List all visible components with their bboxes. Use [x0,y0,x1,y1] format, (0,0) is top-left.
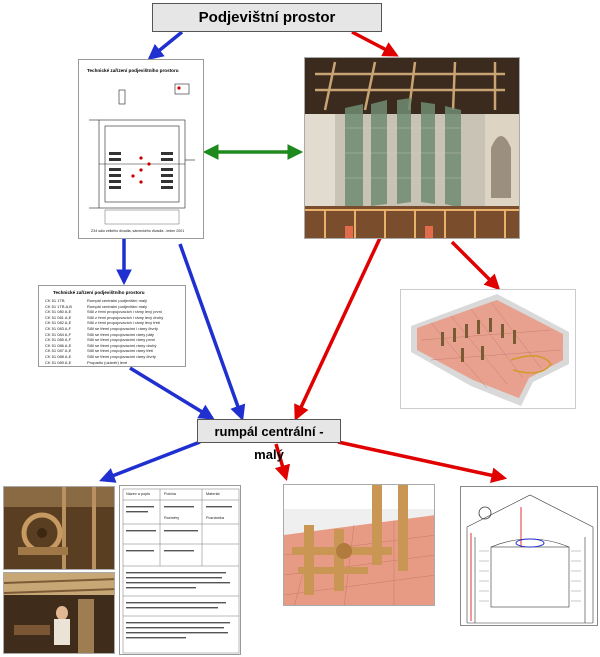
list-doc-heading: Technické zařízení podjevištního prostor… [53,290,145,295]
stage-3d-render [304,57,520,239]
arrow-render-to-floor3d [450,240,501,291]
card-form-lines [122,488,240,654]
list-row-description: Stůl z řemi propojovacích i rámy levý tř… [87,320,161,326]
card-field-3: Rozměry [164,516,180,520]
understage-floor-3d [400,289,576,409]
card-field-1: Poloha [164,492,176,496]
list-row-code: CK 51 080 A,E [45,309,72,315]
list-row-description: Stůl se třemi propojovacími rámy první [87,337,156,343]
equipment-list-document: Technické zařízení podjevištního prostor… [38,285,186,367]
equipment-card-document: Název a popis Poloha Materiál Rozměry Po… [119,485,241,655]
list-row-code: CK 51 088 A,E [45,354,72,359]
list-row-description: Stůl se třemi propojovacími rámy druhý [87,342,157,348]
list-row-code: CK 51 081 A,E [45,314,72,320]
list-row-description: Stůl se třemi propojovacími rámy čtvrtý [87,354,156,359]
arrow-title-to-plan [147,30,184,60]
list-row-code: CK 51 1TB A,B [45,303,72,309]
list-row-code: CK 51 084 A,F [45,331,72,337]
arrow-list-to-center [129,366,215,420]
winch-photo-bottom [3,572,115,654]
list-row-code: CK 51 089 A,E [45,359,72,365]
list-row-code: CK 51 087 A,E [45,348,72,354]
winch-photo-top [3,486,115,570]
list-row-description: Stůl se třemi propojovacími i rámy čtvrt… [87,326,158,331]
list-row-description: Stůl z řemi propojovacích i rámy levý pr… [87,309,163,315]
arrow-center-to-model [274,443,290,482]
list-row-code: CK 51 085 A,F [45,337,72,343]
card-field-2: Materiál [206,492,220,496]
list-row-description: Propadlo (uzávěr) levé [87,359,128,365]
arrow-title-to-render [351,30,399,57]
card-field-4: Poznámka [206,516,224,520]
arrow-center-to-photos [99,440,201,483]
list-row-code: CK 51 086 A,E [45,342,72,348]
plan-doc-footer: Z34 sálu velkého divadla, sámeckého diva… [91,229,185,233]
list-row-code: CK 51 1TB [45,298,65,303]
arrow-render-to-center [294,237,382,421]
list-row-code: CK 51 083 A,F [45,326,72,331]
floor-plan-drawing [89,83,195,225]
list-row-description: Rumpál centrální podjevištní malý [87,303,148,309]
plan-document-thumbnail: Technické zařízení podjevištního prostor… [78,59,204,239]
arrow-center-to-section [337,440,508,484]
winch-3d-model [283,484,435,606]
arrow-plan-to-center [178,243,246,421]
center-title-box: rumpál centrální - malý [197,419,341,462]
card-header-label: Název a popis [126,492,151,496]
top-title-box: Podjevištní prostor [152,3,382,32]
list-row-description: Rumpál centrální podjevištní malý [87,298,148,303]
list-row-description: Stůl se třemi propojovacími rámy třetí [87,348,154,354]
list-row-description: Stůl se třemi propojovacími rámy pátý [87,331,154,337]
list-row-description: Stůl z řemi propojovacích i rámy levý dr… [87,314,164,320]
list-row-code: CK 51 082 A,E [45,320,72,326]
stage-section-drawing [460,486,598,626]
plan-doc-heading: Technické zařízení podjevištního prostor… [87,68,179,73]
